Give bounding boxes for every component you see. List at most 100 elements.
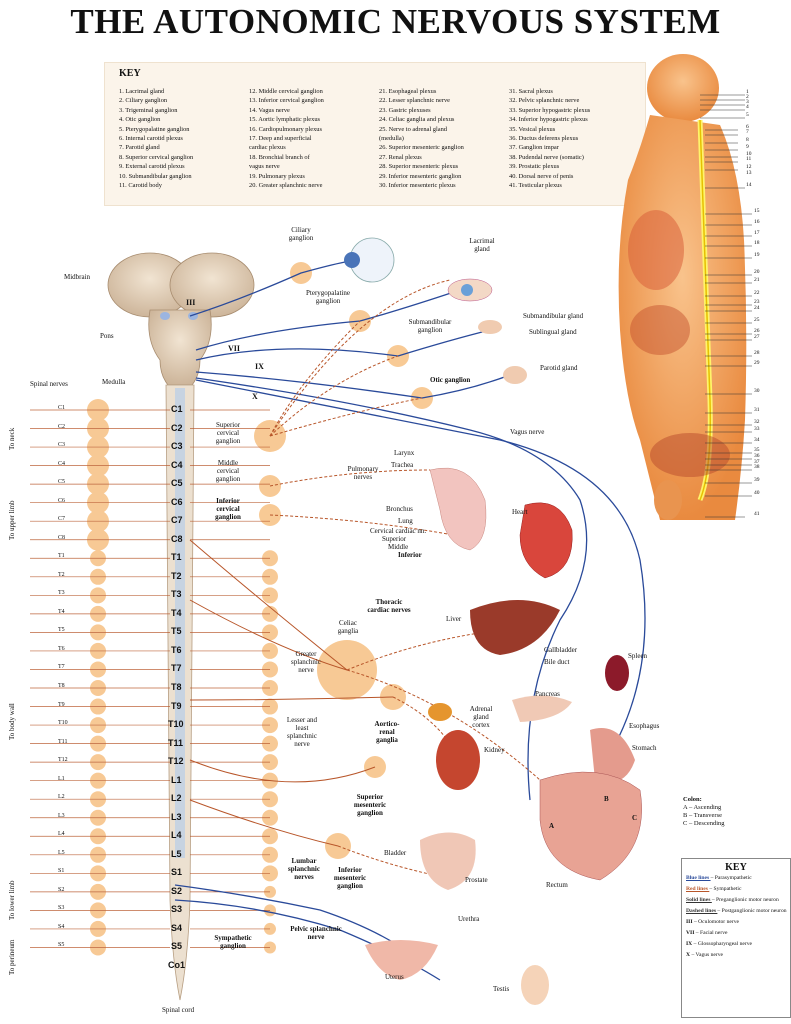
spinal-segment-label: C1 bbox=[171, 404, 183, 414]
label-medulla: Medulla bbox=[102, 378, 126, 386]
body-figure-number: 18 bbox=[754, 240, 760, 246]
label-lung: Lung bbox=[398, 517, 413, 525]
spinal-segment-label: L2 bbox=[171, 793, 182, 804]
line-key-term: Solid lines bbox=[686, 897, 712, 903]
label-esophagus: Esophagus bbox=[629, 722, 660, 730]
spinal-nerve-label: L3 bbox=[58, 812, 65, 819]
spinal-segment-label: T10 bbox=[168, 719, 184, 730]
spinal-nerve-label: S3 bbox=[58, 905, 65, 912]
body-figure-number: 26 bbox=[754, 328, 760, 334]
label-bronchus: Bronchus bbox=[386, 505, 413, 513]
body-figure bbox=[618, 54, 752, 520]
body-figure-number: 16 bbox=[754, 219, 760, 225]
body-figure-number: 22 bbox=[754, 290, 760, 296]
key-item: 5. Pterygopalatine ganglion bbox=[119, 125, 190, 133]
spinal-segment-label: C3 bbox=[171, 441, 183, 452]
spinal-nerve-label: T3 bbox=[58, 590, 65, 597]
label-pterygopalatine-ganglion: Pterygopalatine ganglion bbox=[306, 289, 350, 305]
spinal-segment-label: S2 bbox=[171, 885, 183, 896]
spinal-segment-label: T5 bbox=[171, 626, 182, 637]
line-key-term: III bbox=[686, 919, 694, 925]
key-item: 4. Otic ganglion bbox=[119, 116, 161, 124]
spinal-segment-label: C5 bbox=[171, 478, 183, 489]
key-item: 32. Pelvic splanchnic nerve bbox=[509, 97, 580, 105]
label-midbrain: Midbrain bbox=[64, 273, 91, 281]
label-colon-a: A bbox=[549, 822, 555, 830]
spinal-nerve-label: C4 bbox=[58, 460, 66, 467]
key-item: 41. Testicular plexus bbox=[509, 182, 562, 190]
colon-legend-title: Colon: bbox=[683, 796, 702, 803]
label-cervical-cardiac-nn: Cervical cardiac nn. bbox=[370, 527, 427, 535]
key-item: 7. Parotid gland bbox=[119, 144, 160, 152]
label-parotid-gland: Parotid gland bbox=[540, 364, 578, 372]
body-figure-number: 33 bbox=[754, 426, 760, 432]
spinal-segment-label: T11 bbox=[168, 737, 184, 748]
spinal-segment-label: L3 bbox=[171, 811, 182, 822]
spinal-segment-label: L1 bbox=[171, 774, 182, 785]
spinal-segment-label: L5 bbox=[171, 848, 182, 859]
spinal-segment-label: C4 bbox=[171, 459, 183, 470]
spinal-nerve-label: S2 bbox=[58, 886, 65, 893]
body-figure-number: 10 bbox=[746, 151, 752, 157]
sympathetic-solid-lines bbox=[189, 539, 394, 847]
label-pelvic-splanchnic-nerve: Pelvic splanchnic nerve bbox=[290, 925, 342, 941]
key-item: 29. Inferior mesenteric ganglion bbox=[379, 172, 462, 180]
spinal-nerve-label: L2 bbox=[58, 794, 65, 801]
label-rectum: Rectum bbox=[546, 881, 568, 889]
line-key-desc: – Vagus nerve bbox=[691, 952, 724, 958]
label-sublingual-gland: Sublingual gland bbox=[529, 328, 577, 336]
key-item: 3. Trigeminal ganglion bbox=[119, 106, 178, 114]
line-key-desc: – Postganglionic motor neuron bbox=[717, 908, 787, 914]
label-prostate: Prostate bbox=[465, 876, 488, 884]
label-inferior-cervical-ganglion: Inferior cervical ganglion bbox=[215, 497, 241, 521]
label-to-upper-limb: To upper limb bbox=[8, 500, 16, 540]
spinal-nerve-label: T4 bbox=[58, 608, 65, 615]
body-figure-number: 17 bbox=[754, 230, 760, 236]
label-pancreas: Pancreas bbox=[535, 690, 560, 698]
body-figure-number: 5 bbox=[746, 112, 749, 118]
spinal-nerve-label: C2 bbox=[58, 423, 66, 430]
spinal-segment-label: T8 bbox=[171, 682, 182, 692]
spinal-nerve-label: T11 bbox=[58, 738, 68, 745]
key-item: cardiac plexus bbox=[249, 144, 286, 152]
body-figure-number: 37 bbox=[754, 459, 760, 465]
spinal-nerve-label: C6 bbox=[58, 497, 66, 504]
label-celiac-ganglia: Celiac ganglia bbox=[337, 619, 359, 635]
key-item: 38. Pudendal nerve (somatic) bbox=[509, 153, 584, 161]
body-figure-number: 39 bbox=[754, 477, 760, 483]
body-figure-number: 30 bbox=[754, 388, 760, 394]
label-to-perineum: To perineum bbox=[8, 939, 16, 975]
label-urethra: Urethra bbox=[458, 915, 480, 923]
key-item: 11. Carotid body bbox=[119, 182, 162, 190]
label-colon-c: C bbox=[632, 814, 638, 822]
spinal-nerve-label: T10 bbox=[58, 720, 68, 727]
key-item: 13. Inferior cervical ganglion bbox=[249, 97, 324, 105]
body-figure-number: 11 bbox=[746, 156, 752, 162]
spinal-segment-label: S4 bbox=[171, 922, 183, 933]
spinal-nerve-label: T8 bbox=[58, 683, 65, 689]
line-key-desc: – Glossopharyngeal nerve bbox=[693, 941, 753, 947]
line-key-desc: – Preganglionic motor neuron bbox=[711, 897, 779, 903]
spinal-segment-label: C2 bbox=[171, 422, 183, 433]
label-liver: Liver bbox=[446, 615, 462, 623]
line-key-row: Blue lines – Parasympathetic bbox=[682, 873, 790, 884]
spinal-nerve-label: C1 bbox=[58, 405, 66, 411]
spinal-segment-label: T9 bbox=[171, 700, 182, 711]
key-item: 27. Renal plexus bbox=[379, 153, 422, 161]
label-inferior: Inferior bbox=[398, 551, 422, 559]
label-to-neck: To neck bbox=[8, 427, 16, 450]
spinal-segment-label: C8 bbox=[171, 533, 183, 544]
line-key-term: Red lines bbox=[686, 886, 710, 892]
key-title: KEY bbox=[119, 68, 141, 79]
label-submandibular-ganglion: Submandibular ganglion bbox=[408, 318, 452, 334]
spinal-nerve-label: S4 bbox=[58, 923, 65, 930]
key-item: 21. Esophageal plexus bbox=[379, 88, 437, 95]
spinal-nerve-ganglia bbox=[30, 399, 270, 956]
body-figure-number: 9 bbox=[746, 144, 749, 150]
label-gallbladder: Gallbladder bbox=[544, 646, 578, 654]
